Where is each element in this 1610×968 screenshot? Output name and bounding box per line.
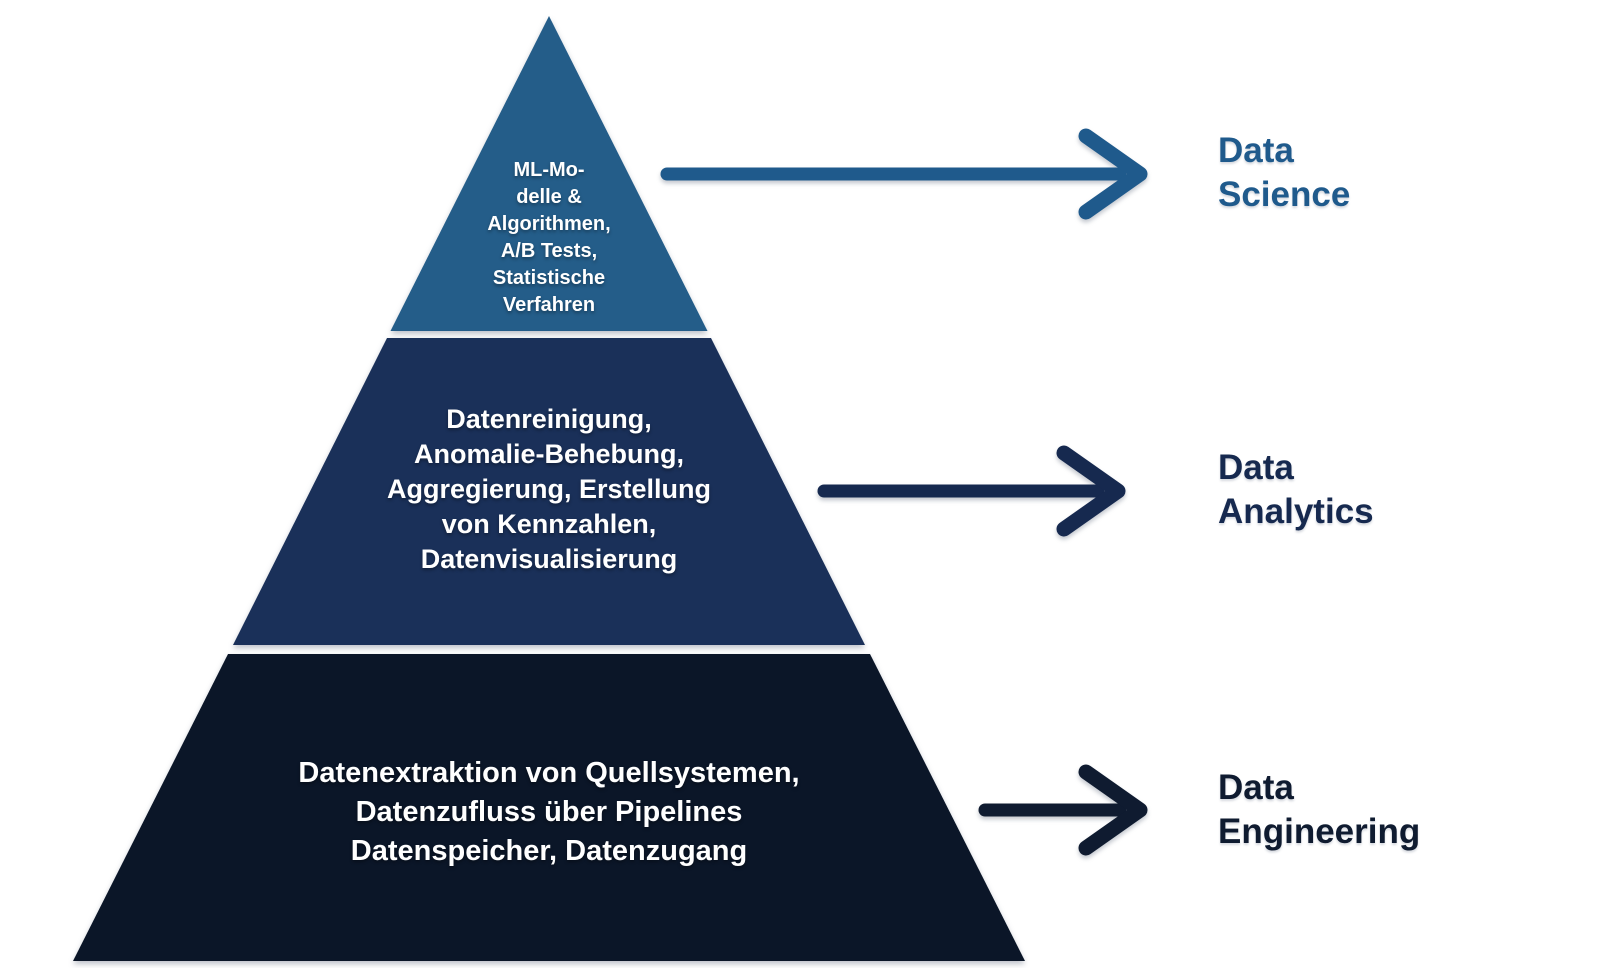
- arrow-data-engineering-icon: [978, 764, 1148, 856]
- pyramid-tier-data-science-shape: [390, 16, 708, 331]
- arrow-data-analytics-icon: [817, 445, 1126, 537]
- label-data-engineering: Data Engineering: [1218, 768, 1421, 851]
- pyramid-tier-data-engineering-shape: [73, 654, 1025, 961]
- label-data-science: Data Science: [1218, 131, 1351, 214]
- tier-text-data-engineering: Datenextraktion von Quellsystemen, Daten…: [298, 757, 800, 867]
- arrow-data-science-icon: [660, 128, 1148, 220]
- tier-text-data-science: ML-Mo- delle & Algorithmen, A/B Tests, S…: [487, 159, 611, 316]
- arrow-data-science-head: [1078, 128, 1148, 220]
- pyramid-tier-data-analytics-shape: [233, 338, 865, 645]
- label-data-analytics: Data Analytics: [1218, 448, 1374, 531]
- tier-text-data-analytics: Datenreinigung, Anomalie-Behebung, Aggre…: [386, 404, 712, 574]
- arrow-data-engineering-head: [1078, 764, 1148, 856]
- arrow-data-analytics-head: [1056, 445, 1126, 537]
